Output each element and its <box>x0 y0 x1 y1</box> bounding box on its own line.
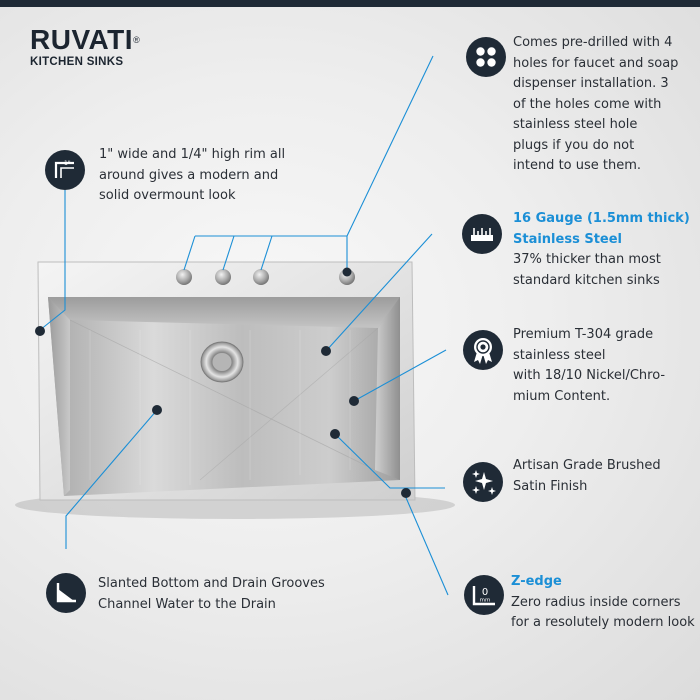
highlight-line: Stainless Steel <box>513 231 623 247</box>
text-line: solid overmount look <box>99 188 236 203</box>
text-line: Zero radius inside corners <box>511 594 681 610</box>
grade-text: Premium T-304 grade stainless steel with 1… <box>513 325 699 407</box>
text-line: plugs if you do not <box>513 137 635 153</box>
gauge-text: 16 Gauge (1.5mm thick) Stainless Steel 37%… <box>513 209 699 291</box>
four-holes-icon <box>466 37 506 77</box>
brand-logo: RUVATI® KITCHEN SINKS <box>30 24 141 69</box>
highlight-line: Z-edge <box>511 574 562 589</box>
text-line: holes for faucet and soap <box>513 55 679 71</box>
text-line: Satin Finish <box>513 478 588 494</box>
rim-profile-icon: 1" <box>45 150 85 190</box>
zero-radius-value: 0 <box>482 587 488 598</box>
highlight-line: 16 Gauge (1.5mm thick) <box>513 211 690 226</box>
text-line: for a resolutely modern look <box>511 615 695 630</box>
text-line: stainless steel <box>513 347 606 363</box>
text-line: of the holes come with <box>513 96 662 112</box>
text-line: Slanted Bottom and Drain Grooves <box>98 576 325 591</box>
text-line: stainless steel hole <box>513 117 638 132</box>
text-line: mium Content. <box>513 388 611 404</box>
slanted-bottom-icon <box>46 573 86 613</box>
text-line: Channel Water to the Drain <box>98 596 276 612</box>
top-bar <box>0 0 700 7</box>
registered-mark: ® <box>133 35 141 45</box>
brand-name: RUVATI <box>30 24 134 55</box>
brand-tagline: KITCHEN SINKS <box>30 56 124 68</box>
text-line: Premium T-304 grade <box>513 327 654 342</box>
text-line: 37% thicker than most <box>513 252 661 267</box>
rim-text: 1" wide and 1/4" high rim all around give… <box>99 145 339 207</box>
text-line: intend to use them. <box>513 158 642 173</box>
sparkle-icon <box>463 462 503 502</box>
text-line: Artisan Grade Brushed <box>513 458 661 473</box>
holes-text: Comes pre-drilled with 4 holes for faucet… <box>513 33 699 177</box>
text-line: Comes pre-drilled with 4 <box>513 35 673 50</box>
gauge-ruler-icon <box>462 214 502 254</box>
text-line: around gives a modern and <box>99 167 279 183</box>
text-line: standard kitchen sinks <box>513 272 660 288</box>
text-line: with 18/10 Nickel/Chro- <box>513 368 666 383</box>
text-line: 1" wide and 1/4" high rim all <box>99 147 286 162</box>
zero-radius-unit: mm <box>480 598 491 604</box>
text-line: dispenser installation. 3 <box>513 76 669 91</box>
award-ribbon-icon <box>463 330 503 370</box>
svg-text:1": 1" <box>64 160 71 167</box>
